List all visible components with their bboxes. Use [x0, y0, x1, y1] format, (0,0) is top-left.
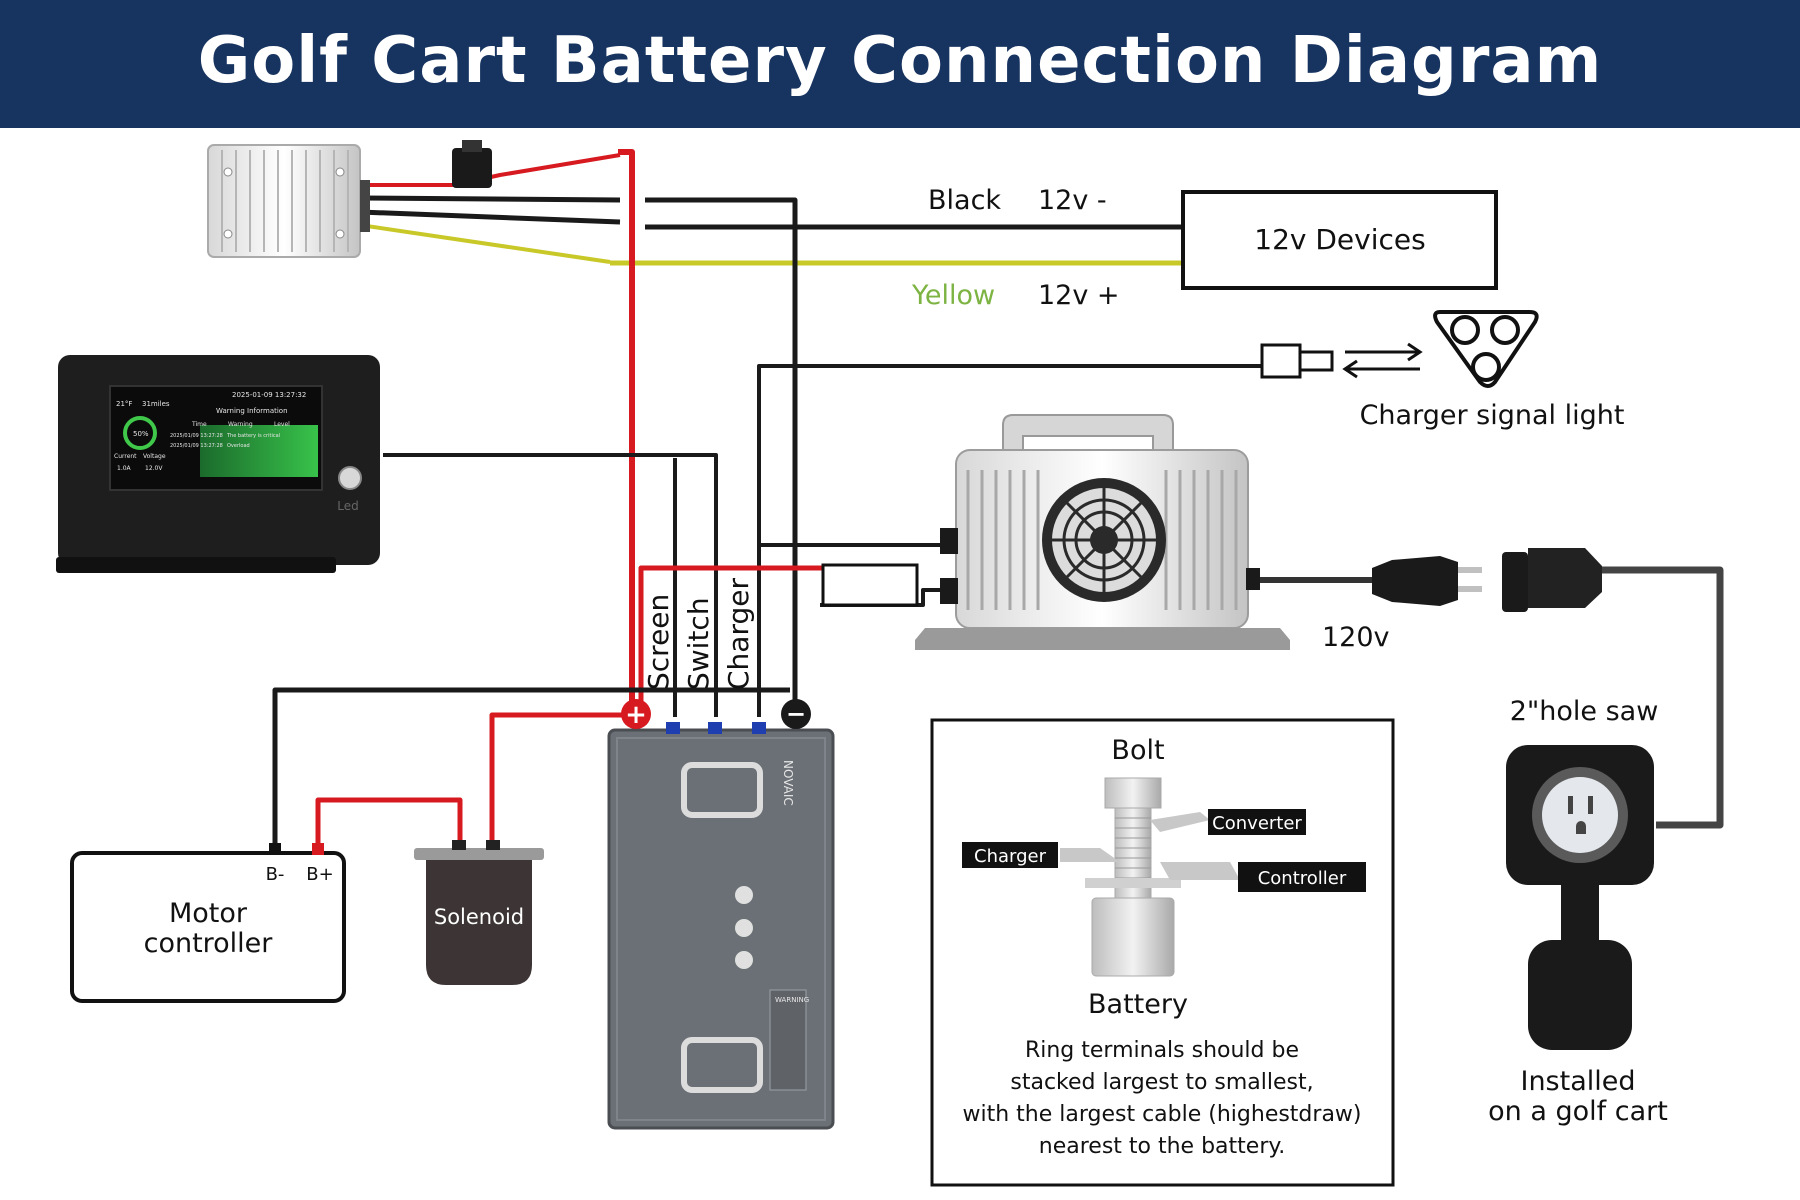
signal-connector — [1260, 343, 1334, 379]
motor-b-minus: B- — [266, 864, 285, 885]
display-row2-time: 2025/01/09 13:27:28 — [170, 443, 223, 449]
installed-label-2: on a golf cart — [1488, 1096, 1668, 1127]
yellow-wire-voltage: 12v + — [1038, 280, 1120, 311]
ac-plug — [1372, 556, 1482, 606]
display-heading: Warning Information — [216, 407, 288, 415]
display-row2-msg: Overload — [227, 443, 250, 449]
hole-saw-label: 2"hole saw — [1510, 696, 1659, 727]
wires — [272, 149, 1724, 853]
display-col-warning: Warning — [228, 421, 253, 428]
yellow-wire-label: Yellow — [911, 280, 995, 311]
bolt-controller-tag: Controller — [1258, 868, 1347, 889]
charger-signal-light-label: Charger signal light — [1360, 400, 1625, 431]
display-row1-time: 2025/01/09 13:27:28 — [170, 433, 223, 439]
bolt-note-4: nearest to the battery. — [1039, 1134, 1285, 1159]
motor-controller-label-2: controller — [144, 928, 274, 959]
converter-black-lead-2 — [359, 209, 621, 225]
twelve-v-devices-label: 12v Devices — [1254, 223, 1425, 256]
solenoid — [414, 840, 544, 985]
battery-monitor-display — [56, 355, 380, 573]
lead-label-screen: Screen — [642, 594, 675, 690]
battery-charger — [915, 414, 1290, 650]
page-title: Golf Cart Battery Connection Diagram — [197, 24, 1603, 98]
wire-inlet-cord — [1602, 566, 1724, 829]
wire-converter-negative — [645, 197, 798, 712]
bolt-converter-tag: Converter — [1212, 813, 1302, 834]
motor-controller-box — [70, 843, 346, 1003]
display-temp: 21°F — [116, 400, 132, 408]
display-row1-msg: The battery is critical — [226, 433, 280, 439]
dc-converter — [207, 144, 370, 258]
installed-label-1: Installed — [1520, 1066, 1635, 1097]
bolt-stack-panel — [930, 718, 1395, 1187]
wire-motor-positive — [315, 797, 463, 852]
battery-positive-terminal — [621, 699, 651, 729]
display-current-label: Current — [114, 453, 137, 460]
display-col-time: Time — [191, 421, 207, 428]
motor-controller-label-1: Motor — [169, 898, 248, 929]
wire-charger-positive — [638, 565, 823, 712]
negative-symbol: − — [786, 700, 806, 728]
bolt-battery-label: Battery — [1088, 989, 1188, 1020]
led-label: Led — [337, 499, 358, 513]
display-current-value: 1.0A — [117, 465, 132, 472]
lead-label-switch: Switch — [682, 597, 715, 690]
wire-motor-negative — [272, 687, 790, 853]
charging-inlet — [1506, 745, 1654, 1050]
wire-solenoid-positive — [489, 712, 628, 845]
battery-brand: NOVAIC — [781, 760, 795, 806]
converter-black-lead-1 — [359, 195, 621, 203]
twelve-v-devices-box — [1181, 190, 1498, 290]
display-texts: 21°F 31miles 2025-01-09 13:27:32 Warning… — [114, 391, 306, 472]
wire-main-positive — [618, 149, 635, 712]
converter-yellow-lead — [359, 223, 611, 264]
lead-label-charger: Charger — [722, 578, 755, 690]
ac-socket — [1502, 548, 1602, 612]
black-wire-voltage: 12v - — [1038, 185, 1107, 216]
signal-light-icon — [1433, 310, 1539, 388]
solenoid-label: Solenoid — [434, 905, 524, 929]
bolt-charger-tag: Charger — [974, 846, 1047, 867]
bolt-note-1: Ring terminals should be — [1025, 1038, 1299, 1063]
display-range: 31miles — [142, 400, 170, 408]
display-voltage-value: 12.0V — [145, 465, 163, 472]
arrows-icon — [1342, 342, 1423, 379]
battery-warning: WARNING — [775, 996, 809, 1004]
display-col-level: Level — [274, 421, 290, 428]
black-wire-label: Black — [928, 185, 1001, 216]
display-soc: 50% — [133, 430, 149, 438]
charger-inline-box — [821, 563, 919, 607]
display-datetime: 2025-01-09 13:27:32 — [232, 391, 306, 399]
display-voltage-label: Voltage — [143, 453, 166, 460]
inline-fuse — [452, 140, 492, 188]
bolt-note-3: with the largest cable (highestdraw) — [962, 1102, 1361, 1127]
title-banner: Golf Cart Battery Connection Diagram — [0, 0, 1800, 128]
bolt-label: Bolt — [1111, 735, 1164, 766]
battery-negative-terminal — [781, 699, 811, 729]
lithium-battery — [607, 722, 835, 1130]
ac-voltage-label: 120v — [1322, 622, 1390, 653]
wire-charger-signal — [757, 364, 1262, 717]
wire-screen-lead — [383, 453, 718, 717]
bolt-note-2: stacked largest to smallest, — [1010, 1070, 1313, 1095]
motor-b-plus: B+ — [306, 864, 333, 885]
positive-symbol: + — [625, 700, 647, 730]
